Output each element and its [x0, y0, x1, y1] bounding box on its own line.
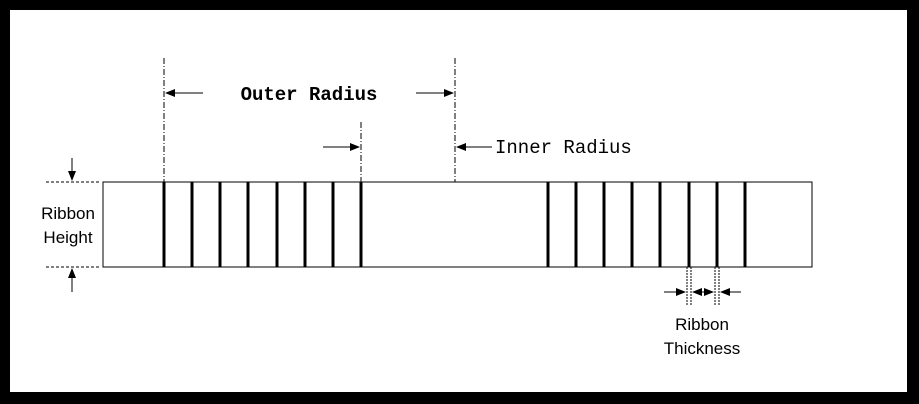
- ribbon-height-label-line2: Height: [43, 228, 92, 247]
- ribbon-height-label-line1: Ribbon: [41, 204, 95, 223]
- ribbon-thickness-label-line1: Ribbon: [675, 315, 729, 334]
- ribbon-thickness-dimension: [664, 267, 741, 305]
- outer-radius-label: Outer Radius: [241, 84, 378, 106]
- ribbon-strips-left: [162, 182, 363, 267]
- ribbon-thickness-label-line2: Thickness: [664, 339, 741, 358]
- ribbon-strips-right: [546, 182, 747, 267]
- outer-radius-dimension: [163, 58, 456, 182]
- diagram-canvas: [10, 10, 907, 392]
- inner-radius-label: Inner Radius: [495, 137, 632, 159]
- ribbon-height-dimension: [46, 158, 101, 292]
- ribbon-body: [102, 181, 813, 268]
- inner-radius-dimension: [323, 122, 492, 182]
